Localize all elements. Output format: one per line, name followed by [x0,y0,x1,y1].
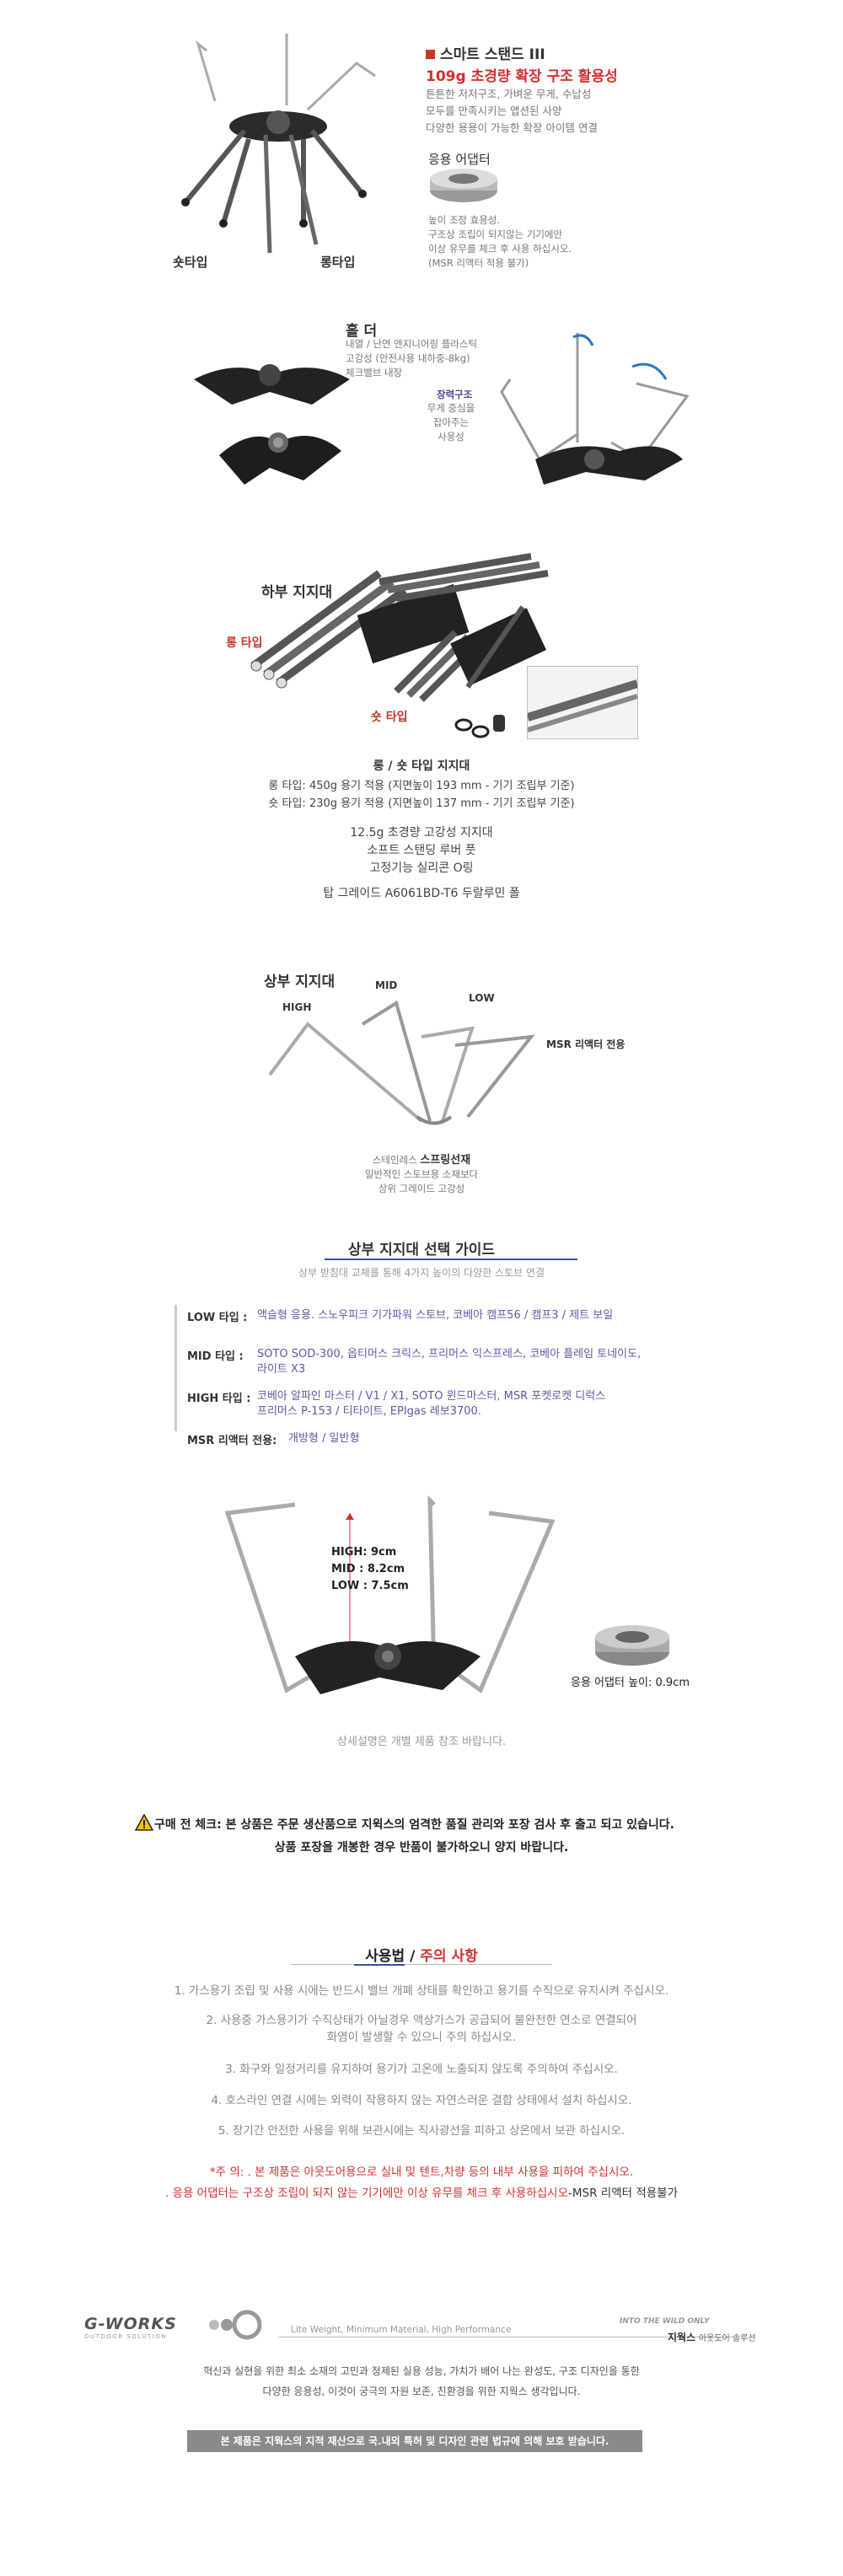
usage-item-5: 5. 장기간 안전한 사용을 위해 보관시에는 직사광선을 피하고 상온에서 보… [217,2124,626,2138]
adapter-height-label: 응용 어댑터 높이: 0.9cm [571,1677,690,1689]
usage-title-underline [291,1964,552,1965]
guide-mid-label: MID 타입 : [187,1350,244,1363]
brand-description-2: 다양한 응용성, 이것이 궁극의 자원 보존, 친환경을 위한 지웍스 생각입니… [262,2385,581,2397]
guide-low-label: LOW 타입 : [187,1312,248,1324]
spring-structure-title: 장력구조 [437,389,473,400]
usage-title-underline-accent [354,1964,405,1966]
guide-title-underline [325,1258,577,1260]
lower-features: 12.5g 초경량 고강성 지지대 소프트 스탠딩 루버 풋 고정기능 실리콘 … [350,826,493,875]
stand-product-image [148,34,417,257]
adapter-title: 응용 어댑터 [428,152,491,167]
height-note: 상세설명은 개별 제품 참조 바랍니다. [336,1736,507,1748]
guide-subtitle: 상부 받침대 교체를 통해 4가지 높이의 다양한 스토브 연결 [298,1267,545,1279]
lower-long-type-label: 롱 타입 [226,636,263,650]
lower-long-spec: 롱 타입: 450g 용기 적용 (지면높이 193 mm - 기기 조립부 기… [268,780,575,792]
guide-high-label: HIGH 타입 : [187,1393,251,1405]
lower-short-type-label: 숏 타입 [371,711,408,724]
height-adapter-image [590,1620,674,1671]
usage-item-3: 3. 화구와 일정거리를 유지하여 용기가 고온에 노출되지 않도록 주의하여 … [225,2063,618,2076]
lower-short-spec: 숏 타입: 230g 용기 적용 (지면높이 137 mm - 기기 조립부 기… [268,797,575,810]
long-type-label: 롱타입 [320,255,356,270]
guide-title: 상부 지지대 선택 가이드 [347,1242,496,1258]
short-type-label: 숏타입 [173,255,208,270]
lower-support-title: 하부 지지대 [261,584,333,601]
upper-low-label: LOW [469,992,495,1004]
lower-support-image [244,539,641,708]
guide-high-value: 코베아 알파인 마스터 / V1 / X1, SOTO 윈드마스터, MSR 포… [257,1390,606,1418]
usage-item-4: 4. 호스라인 연결 시에는 외력이 작용하지 않는 자연스러운 결합 상태에서… [211,2094,632,2107]
adapter-description: 높이 조정 효용성. 구조상 조립이 되지않는 기기에만 이상 유무를 체크 후… [428,214,572,269]
guide-msr-value: 개방형 / 일반형 [288,1432,360,1445]
spring-structure-description: 무게 중심을 잡아주는 사용성 [427,402,475,443]
notice-line-1: 구매 전 체크: 본 상품은 주문 생산품으로 지윅스의 엄격한 품질 관리와 … [154,1818,674,1832]
holder-image [185,341,358,497]
height-diagram-image [211,1479,565,1715]
upper-support-image [253,990,556,1134]
guide-left-bar [175,1305,177,1431]
upper-mid-label: MID [375,979,398,991]
notice-line-2: 상품 포장을 개봉한 경우 반품이 불가하오니 양지 바랍니다. [274,1841,569,1854]
brand-tagline: Lite Weight, Minimum Material, High Perf… [291,2325,512,2335]
upper-msr-label: MSR 리액터 전용 [546,1038,626,1050]
brand-right-top: INTO THE WILD ONLY [620,2317,710,2326]
oring-detail-image [527,666,638,739]
usage-warning-2: . 응용 어댑터는 구조상 조립이 되지 않는 기기에만 이상 유무를 체크 후… [164,2187,679,2200]
brand-description-1: 혁신과 실현을 위한 최소 소재의 고민과 정제된 실용 성능, 가치가 배어 … [203,2365,640,2377]
usage-title: 사용법 / 주의 사항 [365,1948,478,1965]
brand-logo: G-WORKS [84,2315,177,2333]
rubber-foot-image [451,691,518,742]
brand-logo-circles [207,2310,282,2342]
brand-logo-sub: OUTDOOR SOLUTION [84,2333,168,2340]
hero-description: 튼튼한 저저구조, 가벼운 무게, 수납성 모두를 만족시키는 앱션된 사양 다… [426,88,598,134]
guide-msr-label: MSR 리액터 전용: [187,1435,277,1447]
usage-item-1: 1. 가스용기 조립 및 사용 시에는 반드시 밸브 개폐 상태를 확인하고 용… [174,1984,669,1998]
lower-material: 탑 그레이드 A6061BD-T6 두랄루민 폴 [323,887,520,900]
adapter-image [426,167,502,207]
guide-low-value: 액슬형 응용. 스노우피크 기가파워 스토브, 코베아 캠프56 / 캠프3 /… [257,1309,614,1322]
upper-support-title: 상부 지지대 [264,974,336,990]
usage-warning-1: *주 의: . 본 제품은 아웃도어용으로 실내 및 텐트,차량 등의 내부 사… [209,2165,634,2179]
usage-item-2: 2. 사용중 가스용기가 수직상태가 아닐경우 액상가스가 공급되어 불완전한 … [206,2014,637,2027]
lower-heading: 롱 / 숏 타입 지지대 [373,759,470,773]
title-square-icon [426,50,435,59]
ip-banner: 본 제품은 지웍스의 지적 재산으로 국.내외 특허 및 디자인 관련 법규에 … [187,2430,642,2452]
warning-icon [135,1814,153,1831]
upper-material: 스테인레스 스프링선재 일반적인 스토브용 소재보다 상위 그레이드 고강성 [364,1154,479,1194]
height-values: HIGH: 9cm MID : 8.2cm LOW : 7.5cm [331,1546,409,1592]
usage-item-2-cont: 화염이 발생할 수 있으니 주의 하십시오. [326,2031,517,2044]
upper-high-label: HIGH [282,1001,312,1013]
holder-assembled-image [493,333,704,502]
holder-description: 내열 / 난연 엔지니어링 플라스틱 고강성 (안전사용 내하중-8kg) 체크… [346,338,478,378]
guide-mid-value: SOTO SOD-300, 옵티머스 크릭스, 프리머스 익스프레스, 코베아 … [257,1348,642,1376]
hero-title: 스마트 스탠드 III [426,42,545,63]
holder-title: 홀 더 [346,323,378,340]
brand-right-label: 지웍스 아웃도어 솔루션 [668,2332,756,2343]
hero-subtitle: 109g 초경량 확장 구조 활용성 [426,68,618,85]
